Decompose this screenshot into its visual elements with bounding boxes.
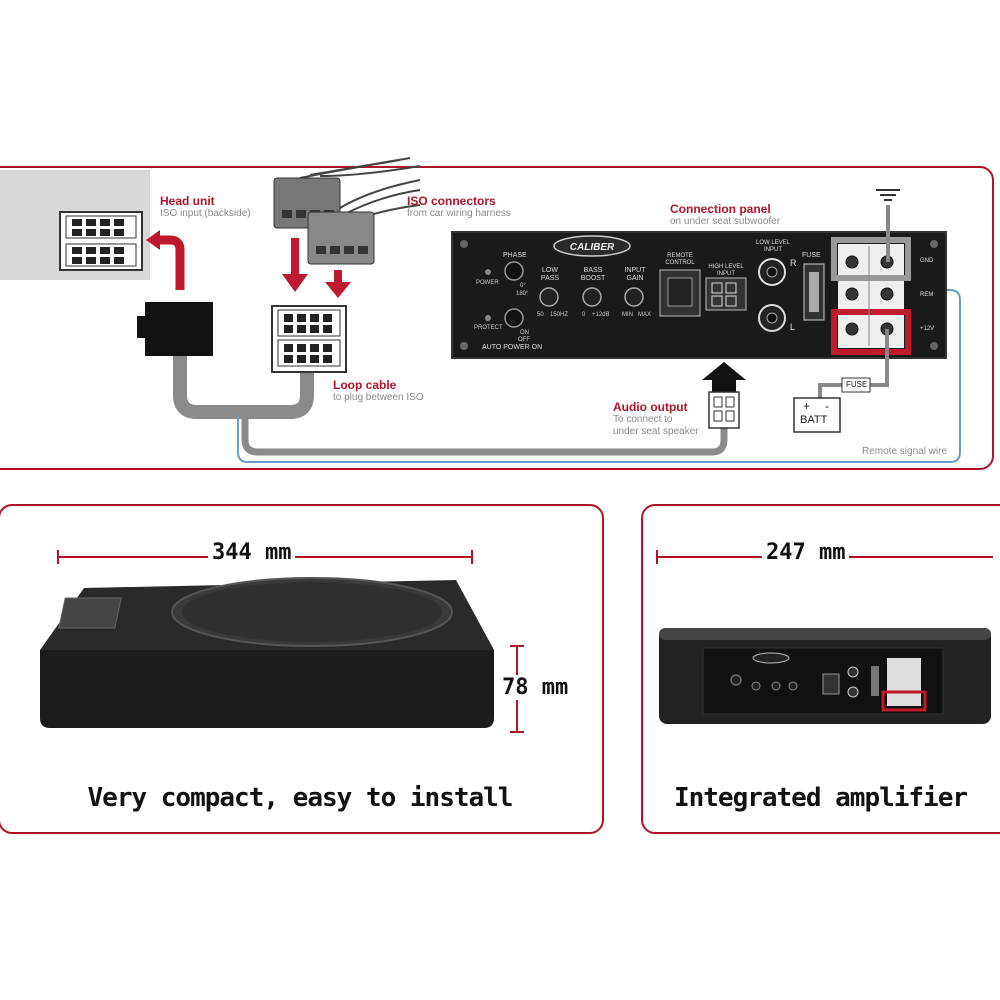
panel-bass-max: +12dB (592, 312, 610, 318)
loop-cable-title: Loop cable (333, 378, 397, 392)
plus12v-highlight (831, 309, 911, 355)
svg-text:+: + (803, 399, 810, 413)
arrow-to-head-unit-icon (156, 235, 185, 290)
panel-high-level-input: HIGH LEVEL INPUT (708, 264, 744, 277)
panel-remote-control: REMOTE CONTROL (665, 253, 695, 266)
input-gain-knob (624, 287, 644, 307)
audio-cable (241, 412, 728, 456)
panel-gain-max: MAX (638, 312, 652, 318)
battery-icon: +- (793, 397, 841, 433)
amplifier-caption: Integrated amplifier (673, 783, 968, 813)
brand-text: CALIBER (570, 242, 615, 253)
panel-low-pass: LOW PASS (540, 267, 560, 282)
ground-symbol-icon (876, 189, 900, 262)
remote-wire-label: Remote signal wire (862, 446, 948, 457)
brand-badge (553, 235, 631, 257)
panel-off: OFF (518, 337, 530, 343)
compact-card-art (40, 550, 524, 733)
width-247-label: 247 mm (762, 540, 850, 565)
connection-panel-subtitle: on under seat subwoofer (670, 216, 781, 227)
amplifier-panel: CALIBER (451, 231, 947, 359)
audio-output-plug (708, 391, 740, 429)
compact-caption: Very compact, easy to install (87, 783, 514, 813)
iso-connector-wires (299, 157, 421, 223)
panel-phase-label: PHASE (503, 252, 527, 259)
panel-input-gain: INPUT GAIN (624, 267, 646, 282)
subwoofer-image (40, 577, 494, 728)
panel-phase-0: 0° (520, 283, 526, 289)
panel-protect-label: PROTECT (474, 325, 503, 331)
fuse-wire-label: FUSE (846, 380, 868, 389)
phase-switch (504, 261, 524, 281)
head-unit-iso-socket (59, 211, 143, 271)
bass-boost-knob (582, 287, 602, 307)
iso-connector-male-2 (307, 211, 375, 265)
panel-r: R (790, 258, 797, 268)
panel-auto-power-on: AUTO POWER ON (482, 344, 543, 351)
loop-cable-subtitle: to plug between ISO (333, 392, 424, 403)
panel-low-pass-max: 150HZ (550, 312, 569, 318)
audio-output-subtitle-2: under seat speaker (613, 426, 699, 437)
head-unit-plug (137, 302, 213, 356)
arrow-up-icon (702, 362, 746, 380)
audio-output-subtitle-1: To connect to (613, 414, 673, 425)
control-panel-strip (58, 597, 122, 629)
panel-low-pass-min: 50 (537, 312, 544, 318)
height-78-label: 78 mm (498, 675, 573, 700)
amplifier-card-art (656, 550, 993, 724)
panel-plus12v: +12V (920, 326, 935, 332)
panel-l: L (790, 322, 796, 332)
panel-bass-min: 0 (582, 312, 586, 318)
panel-phase-180: 180° (516, 291, 529, 297)
power-wire (870, 329, 889, 387)
gnd-highlight (831, 237, 911, 281)
panel-on: ON (520, 330, 529, 336)
panel-gnd: GND (920, 258, 934, 264)
loop-cable-iso-socket (271, 305, 347, 373)
arrow-down-icon (282, 274, 308, 292)
iso-connectors-subtitle: from car wiring harness (407, 208, 511, 219)
auto-power-switch (504, 308, 524, 328)
panel-rem: REM (920, 292, 934, 298)
panel-bass-boost: BASS BOOST (580, 267, 606, 282)
wiring-diagram: CALIBER (0, 157, 961, 463)
amplifier-image (659, 628, 991, 724)
iso-connectors-title: ISO connectors (407, 194, 496, 208)
panel-low-level-input: LOW LEVEL INPUT (755, 240, 790, 253)
audio-output-title: Audio output (613, 400, 688, 414)
panel-gain-min: MIN (622, 312, 633, 318)
width-344-label: 344 mm (208, 540, 296, 565)
panel-fuse: FUSE (802, 252, 821, 259)
inline-fuse (841, 377, 871, 393)
head-unit-title: Head unit (160, 194, 215, 208)
low-pass-knob (539, 287, 559, 307)
head-unit-subtitle: ISO input (backside) (160, 208, 251, 219)
connection-panel-title: Connection panel (670, 202, 771, 216)
panel-power-label: POWER (476, 280, 499, 286)
remote-signal-wire (237, 289, 961, 463)
arrow-down-icon-2 (325, 282, 351, 298)
battery-label: BATT (800, 414, 828, 426)
svg-text:-: - (825, 399, 829, 413)
